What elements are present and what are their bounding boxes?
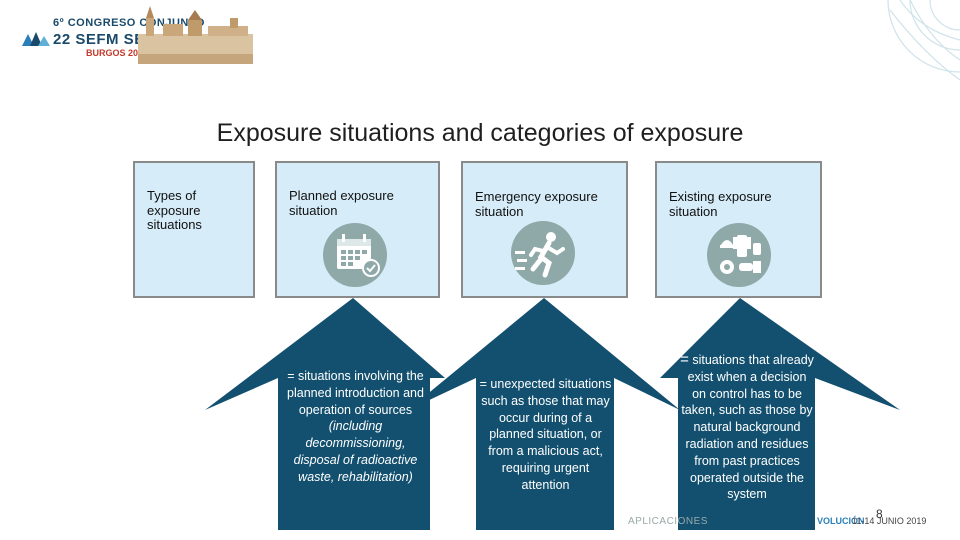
- emergency-arrow: = unexpected situations such as those th…: [408, 298, 680, 530]
- planned-description-italic: (including decommissioning, disposal of …: [293, 419, 418, 484]
- existing-description-text: situations that already exist when a dec…: [681, 353, 814, 502]
- footer-left-text: APLICACIONES: [628, 516, 708, 527]
- calendar-check-icon: [323, 223, 387, 287]
- existing-box: Existing exposure situation: [655, 161, 822, 298]
- footer-date: 11-14 JUNIO 2019: [852, 516, 927, 526]
- planned-description-lead: = situations involving the planned intro…: [287, 369, 424, 417]
- emergency-box: Emergency exposure situation: [461, 161, 628, 298]
- existing-description: = situations that already exist when a d…: [680, 351, 814, 503]
- existing-label: Existing exposure situation: [669, 189, 772, 219]
- existing-arrow: = situations that already exist when a d…: [660, 298, 900, 530]
- protective-equipment-icon: [707, 223, 771, 287]
- types-label: Types of exposure situations: [147, 188, 202, 232]
- existing-description-eq: =: [680, 351, 689, 368]
- congress-logo: 6º CONGRESO CONJUNTO 22 SEFM SEPR 17 BUR…: [18, 4, 253, 64]
- planned-arrow: = situations involving the planned intro…: [205, 298, 445, 530]
- planned-description: = situations involving the planned intro…: [283, 368, 428, 486]
- planned-box: Planned exposure situation: [275, 161, 440, 298]
- congress-emblem-icon: [22, 32, 50, 46]
- cathedral-illustration: [138, 6, 253, 64]
- logo-line-3: BURGOS 2019: [86, 48, 149, 58]
- emergency-label: Emergency exposure situation: [475, 189, 598, 219]
- planned-label: Planned exposure situation: [289, 188, 394, 218]
- decorative-corner-ornament: [887, 0, 960, 81]
- emergency-description: = unexpected situations such as those th…: [479, 377, 612, 492]
- footer-right-text: VOLUCIÓN: [817, 516, 865, 526]
- page-number: 8: [876, 507, 883, 521]
- running-person-icon: [511, 221, 575, 285]
- types-box: Types of exposure situations: [133, 161, 255, 298]
- slide-title: Exposure situations and categories of ex…: [216, 119, 744, 147]
- logo-line-1: 6º CONGRESO CONJUNTO: [53, 17, 205, 29]
